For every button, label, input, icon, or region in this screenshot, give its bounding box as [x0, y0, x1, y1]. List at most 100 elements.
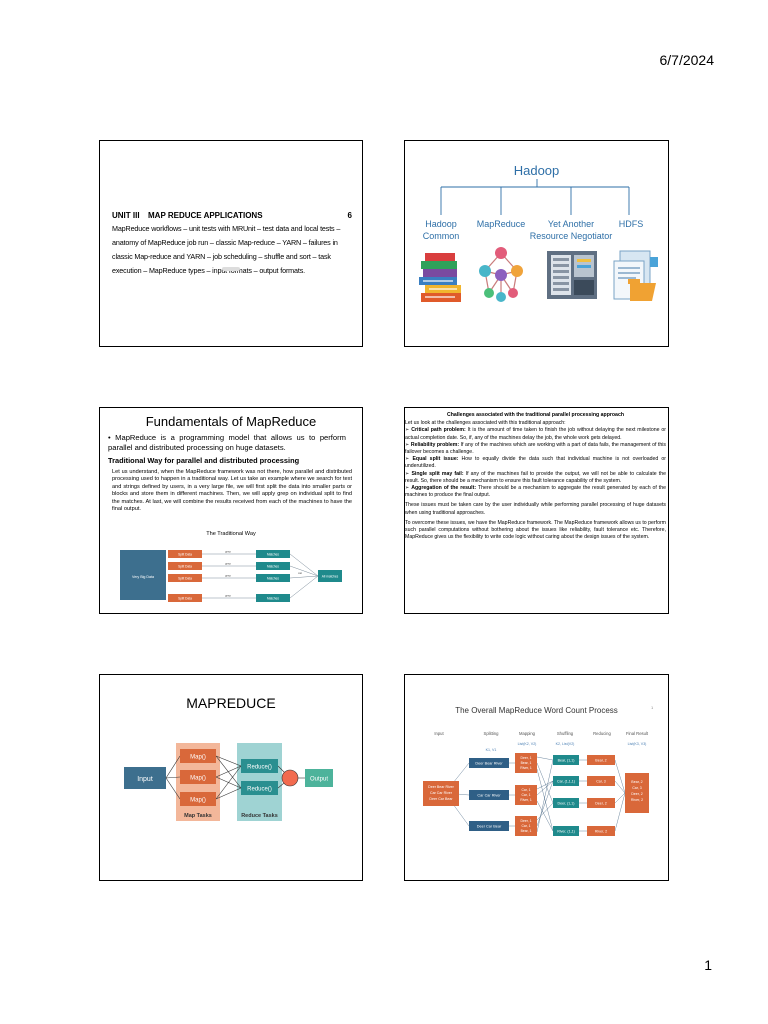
map-line: Car, 1 — [521, 793, 530, 797]
challenge-term: Reliability problem: — [410, 441, 460, 448]
challenge-desc: If any of the machines fail to provide t… — [405, 470, 666, 484]
server-icon — [547, 251, 597, 299]
split-label: Deer Bear River — [475, 762, 503, 766]
files-icon — [613, 250, 658, 301]
stage-label: Input — [434, 731, 444, 736]
matches-group: Matches Matches Matches Matches — [256, 550, 290, 602]
reduce-label: Reduce() — [247, 787, 272, 793]
map-label: Map() — [190, 776, 206, 782]
slide-mapreduce-diagram: MAPREDUCE Input Map() Map() Map() Reduce… — [99, 674, 363, 881]
challenge-term: Critical path problem: — [411, 427, 466, 434]
mapreduce-definition: • MapReduce is a programming model that … — [108, 433, 346, 452]
final-line: Car, 3 — [632, 786, 642, 790]
challenge-desc: It is the amount of time taken to finish… — [405, 427, 666, 441]
grep-label: grep — [225, 562, 231, 566]
shuffle-label: Bear, (1,1) — [558, 759, 575, 763]
fundamentals-title: Fundamentals of MapReduce — [145, 414, 317, 429]
branch-mapreduce: MapReduce — [476, 219, 526, 229]
final-line: Deer, 2 — [631, 792, 643, 796]
network-icon — [479, 247, 523, 302]
challenge-term: Single split may fail: — [411, 470, 464, 477]
split-label: Split Data — [178, 577, 192, 581]
map-line: Bear, 1 — [521, 829, 532, 833]
final-line: River, 2 — [631, 798, 643, 802]
map-line: Car, 1 — [521, 788, 530, 792]
slide-unit-overview: UNIT III MAP REDUCE APPLICATIONS 6 MapRe… — [99, 140, 363, 347]
unit-syllabus: MapReduce workflows – unit tests with MR… — [112, 224, 341, 275]
reduce-label: Deer, 2 — [595, 802, 607, 806]
mapreduce-definition-text: MapReduce is a programming model that al… — [108, 433, 346, 452]
shuffle-label: Car, (1,1,1) — [557, 780, 575, 784]
stage-label: Shuffling — [557, 731, 574, 736]
mapreduce-title: MAPREDUCE — [186, 695, 276, 711]
stage-note: List(K2, V2) — [518, 742, 537, 746]
map-line: River, 1 — [520, 766, 532, 770]
output-label: Output — [310, 777, 328, 783]
map-line: River, 1 — [520, 798, 532, 802]
shuffle-label: Deer, (1,1) — [558, 802, 575, 806]
split-label: Split Data — [178, 553, 192, 557]
map-tasks-label: Map Tasks — [184, 813, 212, 819]
split-label: Split Data — [178, 565, 192, 569]
map-line: Deer, 1 — [521, 819, 532, 823]
challenges-intro: Let us look at the challenges associated… — [405, 420, 566, 427]
stage-note: List(K3, V3) — [628, 742, 647, 746]
scribble-mark — [222, 267, 240, 271]
shuffle-label: River, (1,1) — [557, 830, 575, 834]
branch-hadoop-common: Hadoop Common — [422, 219, 460, 241]
stage-label: Final Result — [626, 731, 649, 736]
branch-hdfs: HDFS — [618, 219, 644, 229]
page-number: 1 — [704, 957, 712, 973]
slide-word-count: The Overall MapReduce Word Count Process… — [404, 674, 669, 881]
grep-label: grep — [225, 550, 231, 554]
word-count-diagram: 1 Input Splitting Mapping Shuffling Redu… — [423, 705, 654, 836]
cat-label: cat — [298, 571, 302, 575]
stage-note: K1, V1 — [486, 748, 497, 752]
unit-title: MAP REDUCE APPLICATIONS — [148, 211, 263, 220]
matches-label: Matches — [267, 577, 279, 581]
stage-label: Reducing — [593, 731, 611, 736]
stage-label: Mapping — [519, 731, 536, 736]
challenge-item: ➢ Equal split issue: How to equally divi… — [405, 456, 666, 470]
mapreduce-flow-diagram: Input Map() Map() Map() Reduce() Reduce(… — [124, 743, 333, 821]
map-label: Map() — [190, 798, 206, 804]
split-label: Split Data — [178, 597, 192, 601]
input-line: Deer Car Bear — [429, 797, 453, 801]
traditional-way-paragraph: Let us understand, when the MapReduce fr… — [112, 469, 352, 513]
grep-label: grep — [225, 574, 231, 578]
challenge-desc: If any of the machines which are working… — [405, 441, 667, 456]
matches-label: Matches — [267, 597, 279, 601]
traditional-way-diagram-title: The Traditional Way — [206, 531, 256, 537]
challenge-desc: There should be a mechanism to aggregate… — [405, 485, 666, 499]
books-icon — [419, 253, 461, 302]
unit-hours: 6 — [347, 211, 352, 220]
hadoop-title: Hadoop — [513, 163, 560, 178]
page-date: 6/7/2024 — [659, 52, 715, 68]
slide-challenges: Challenges associated with the tradition… — [404, 407, 669, 614]
corner-mark: 1 — [651, 705, 654, 710]
final-line: Bear, 2 — [631, 780, 642, 784]
split-label: Car Car River — [477, 794, 501, 798]
reduce-label: River, 2 — [595, 830, 607, 834]
challenge-item: ➢ Critical path problem: It is the amoun… — [405, 427, 666, 441]
word-count-title: The Overall MapReduce Word Count Process — [455, 706, 618, 715]
traditional-way-diagram: Very Big Data Split Data Split Data Spli… — [120, 550, 342, 602]
input-line: Deer Bear River — [428, 785, 455, 789]
unit-heading: UNIT III MAP REDUCE APPLICATIONS 6 — [112, 211, 352, 220]
all-matches-label: All matches — [322, 575, 339, 579]
challenges-para-2: These issues must be taken care by the u… — [405, 502, 666, 516]
challenge-term: Equal split issue: — [412, 456, 459, 463]
challenge-item: ➢ Reliability problem: If any of the mac… — [405, 441, 667, 456]
traditional-way-heading: Traditional Way for parallel and distrib… — [108, 456, 300, 465]
map-label: Map() — [190, 755, 206, 761]
challenge-desc: How to equally divide the data such that… — [405, 456, 666, 470]
combine-node — [281, 769, 299, 787]
challenge-item: ➢ Aggregation of the result: There shoul… — [405, 485, 666, 499]
reduce-label: Bear, 2 — [595, 759, 606, 763]
big-data-label: Very Big Data — [132, 575, 154, 579]
slide-fundamentals: Fundamentals of MapReduce • MapReduce is… — [99, 407, 363, 614]
matches-label: Matches — [267, 553, 279, 557]
map-line: Bear, 1 — [521, 761, 532, 765]
input-label: Input — [137, 776, 153, 783]
matches-label: Matches — [267, 565, 279, 569]
